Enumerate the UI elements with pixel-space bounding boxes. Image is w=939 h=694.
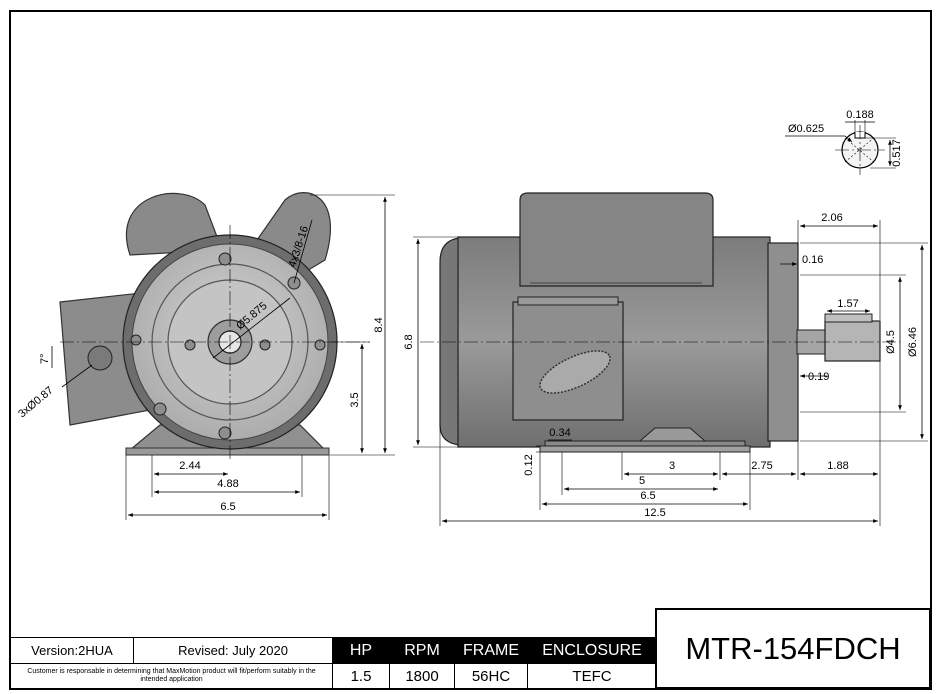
dim-face-dia: Ø6.46: [907, 327, 919, 357]
junction-box-lid: [517, 296, 619, 306]
dim-foot-pad: 0.34: [549, 427, 570, 439]
value-rpm: 1800: [389, 663, 455, 689]
dim-overall-length: 12.5: [644, 507, 665, 519]
value-frame: 56HC: [454, 663, 528, 689]
dim-holes-spacing: 3: [669, 460, 675, 472]
dim-base-width: 6.5: [220, 501, 235, 513]
dim-conduit-holes: 3xØ0.87: [16, 384, 56, 420]
side-base-plate: [539, 445, 751, 453]
dim-key-depth: 0.517: [891, 139, 903, 167]
dim-shaft-height: 3.5: [349, 392, 361, 407]
dim-key-width: 0.188: [846, 109, 874, 121]
dim-frame-dia: 6.8: [403, 334, 415, 349]
front-view: 8.4 3.5 2.44 4.88 6.5 Ø5.875 4x3/8-16 3x…: [16, 192, 395, 520]
face-bolt-4: [153, 402, 167, 416]
conduit-hole: [87, 345, 113, 371]
header-hp: HP: [332, 637, 390, 664]
logo-plate: [539, 350, 611, 394]
model-number: MTR-154FDCH: [655, 608, 931, 689]
version-label: Version:2HUA: [10, 637, 134, 664]
header-enclosure: ENCLOSURE: [527, 637, 657, 664]
dim-pilot: 0.16: [802, 254, 823, 266]
dim-key-length: 1.57: [837, 298, 858, 310]
dim-pilot-dia: Ø4.5: [885, 330, 897, 354]
shaft: [824, 320, 881, 362]
sheet-border: [9, 10, 932, 690]
face-bolt-1: [218, 252, 232, 266]
face-bolt-6: [314, 339, 326, 351]
dim-holes-outer: 5: [639, 475, 645, 487]
dim-base-length: 6.5: [640, 490, 655, 502]
dim-shaft-dia: Ø0.625: [788, 123, 824, 135]
shaft-section: 0.188 0.517 Ø0.625: [785, 109, 903, 175]
side-view: 6.8 2.06 0.16 1.57 0.19 Ø4.5 Ø6.46 0.34 …: [403, 192, 928, 526]
header-rpm: RPM: [389, 637, 455, 664]
capacitor-cover: [519, 192, 714, 287]
shaft-key: [824, 313, 873, 323]
dim-base-holes: 4.88: [217, 478, 238, 490]
value-enclosure: TEFC: [527, 663, 657, 689]
hub-bolt-right: [259, 339, 271, 351]
face-bolt-3: [218, 426, 232, 440]
face-bolt-5: [130, 334, 142, 346]
revised-label: Revised: July 2020: [133, 637, 333, 664]
rear-bell: [439, 237, 461, 446]
dim-hole-to-face: 2.75: [751, 460, 772, 472]
dim-shaft-ext: 2.06: [821, 212, 842, 224]
dim-conduit-angle: 7°: [39, 353, 51, 364]
disclaimer-note: Customer is responsable in determining t…: [10, 663, 333, 689]
foot-rib: [638, 427, 707, 442]
dim-face-to-end: 1.88: [827, 460, 848, 472]
hub-bolt-left: [184, 339, 196, 351]
dim-foot-thick: 0.12: [523, 454, 535, 475]
dim-height-overall: 8.4: [373, 317, 385, 332]
dim-shaft-step: 0.19: [808, 371, 829, 383]
dim-base-center: 2.44: [179, 460, 200, 472]
value-hp: 1.5: [332, 663, 390, 689]
header-frame: FRAME: [454, 637, 528, 664]
